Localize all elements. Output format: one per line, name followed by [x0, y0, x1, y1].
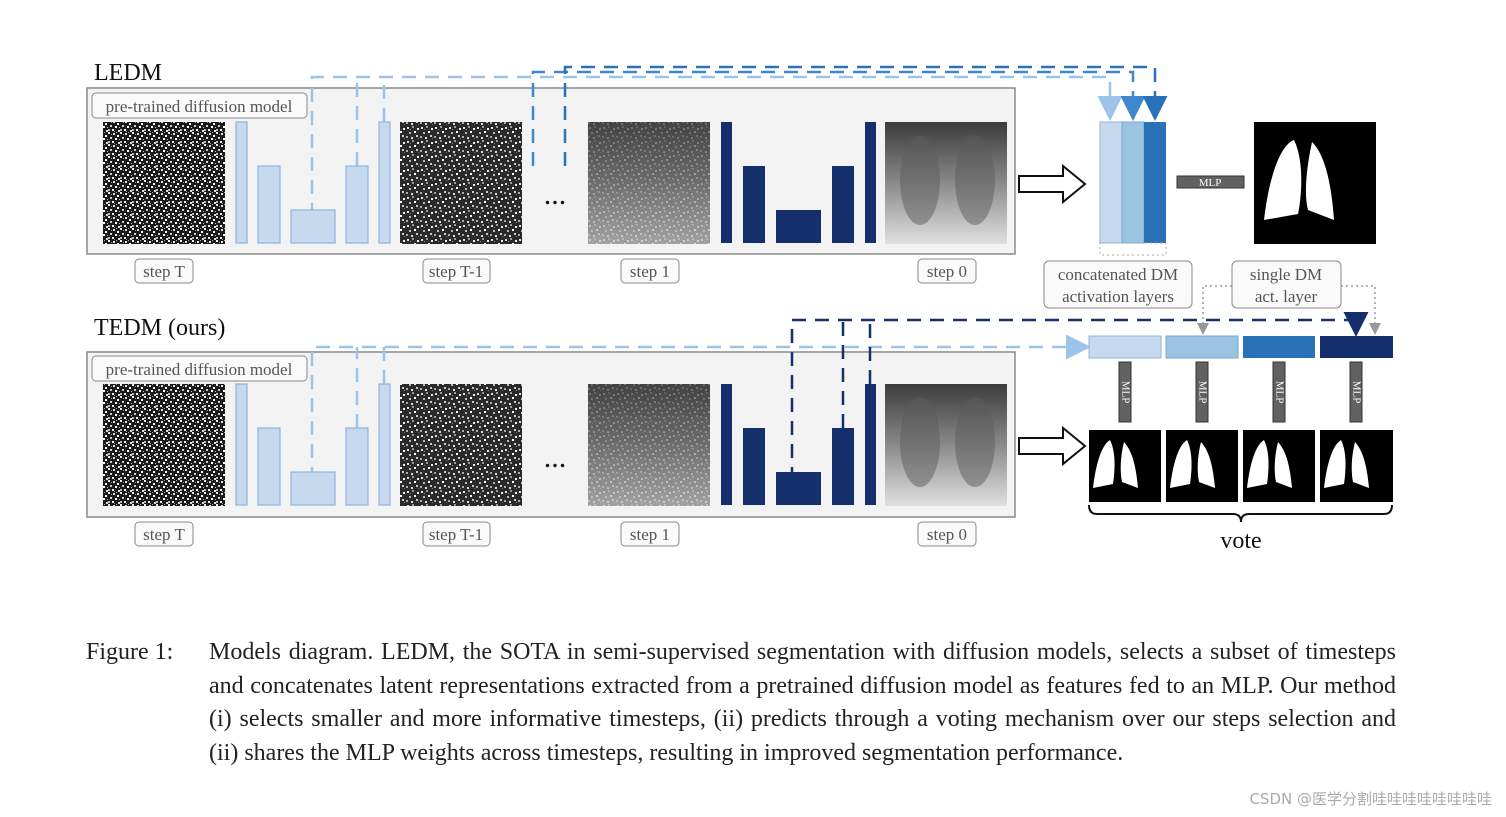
tedm-step-0: step 0	[927, 525, 967, 544]
vote-label: vote	[1220, 528, 1261, 554]
ledm-output-arrow	[1018, 163, 1087, 205]
tedm-lung-mask-3	[1243, 430, 1315, 502]
tedm-mlp-blocks: MLP MLP MLP MLP	[1118, 361, 1363, 423]
ledm-noise-image-step-t-1	[400, 122, 522, 244]
ledm-navy-activation-bars	[721, 122, 876, 243]
tedm-ellipsis: ...	[544, 441, 567, 474]
single-label-line2: act. layer	[1255, 287, 1318, 306]
tedm-title: TEDM (ours)	[94, 315, 225, 341]
single-label-line1: single DM	[1250, 265, 1322, 284]
caption-text: Models diagram. LEDM, the SOTA in semi-s…	[209, 639, 1396, 766]
tedm-box-label: pre-trained diffusion model	[106, 360, 293, 379]
tedm-navy-activation-bars	[721, 384, 876, 505]
tedm-lung-mask-2	[1166, 430, 1238, 502]
tedm-output-arrow	[1018, 425, 1087, 467]
ledm-dashed-connections	[310, 65, 1168, 240]
ledm-title: LEDM	[94, 60, 162, 86]
ledm-concatenated-layers	[1099, 121, 1167, 256]
tedm-dashed-connections	[310, 312, 1369, 504]
concat-label-line2: activation layers	[1062, 287, 1174, 306]
tedm-noise-image-step-t	[103, 384, 225, 506]
tedm-light-activation-bars	[235, 383, 391, 506]
single-label-frame	[1231, 260, 1342, 309]
figure-caption: Figure 1: Models diagram. LEDM, the SOTA…	[86, 636, 1396, 770]
ledm-box-label-frame	[91, 92, 308, 119]
caption-label: Figure 1:	[86, 639, 174, 665]
ledm-step-1: step 1	[630, 262, 670, 281]
tedm-mlp-label-2: MLP	[1196, 381, 1208, 404]
tedm-step-t: step T	[143, 525, 185, 544]
tedm-xray-image-step-1	[588, 384, 710, 506]
tedm-mlp-label-1: MLP	[1119, 381, 1131, 404]
single-label-pointers	[1197, 285, 1381, 335]
tedm-box-label-frame	[91, 355, 308, 382]
concat-label-line1: concatenated DM	[1058, 265, 1178, 284]
tedm-step-t-1: step T-1	[429, 525, 483, 544]
ledm-step-labels: step T step T-1 step 1 step 0	[134, 258, 977, 284]
tedm-step-1: step 1	[630, 525, 670, 544]
ledm-xray-image-step-0	[885, 122, 1007, 244]
concat-label-frame	[1043, 260, 1193, 309]
ledm-ellipsis: ...	[544, 178, 567, 211]
ledm-step-t: step T	[143, 262, 185, 281]
tedm-lung-mask-1	[1089, 430, 1161, 502]
ledm-mlp-block	[1176, 175, 1245, 189]
vote-brace	[1088, 504, 1393, 523]
tedm-step-labels: step T step T-1 step 1 step 0	[134, 521, 977, 547]
ledm-step-0: step 0	[927, 262, 967, 281]
tedm-single-layers	[1088, 335, 1393, 359]
tedm-lung-masks	[1089, 430, 1393, 502]
tedm-lung-mask-4	[1320, 430, 1393, 502]
ledm-mlp-label: MLP	[1199, 177, 1222, 189]
ledm-lung-mask	[1254, 122, 1376, 244]
ledm-xray-image-step-1	[588, 122, 710, 244]
ledm-box-label: pre-trained diffusion model	[106, 97, 293, 116]
tedm-noise-image-step-t-1	[400, 384, 522, 506]
watermark: CSDN @医学分割哇哇哇哇哇哇哇哇	[1249, 790, 1492, 808]
models-diagram: LEDM pre-trained diffusion model ...	[86, 60, 1393, 554]
tedm-mlp-label-4: MLP	[1350, 381, 1362, 404]
ledm-noise-image-step-t	[103, 122, 225, 244]
tedm-xray-image-step-0	[885, 384, 1007, 506]
ledm-step-t-1: step T-1	[429, 262, 483, 281]
ledm-light-activation-bars	[235, 121, 391, 244]
tedm-mlp-label-3: MLP	[1273, 381, 1285, 404]
